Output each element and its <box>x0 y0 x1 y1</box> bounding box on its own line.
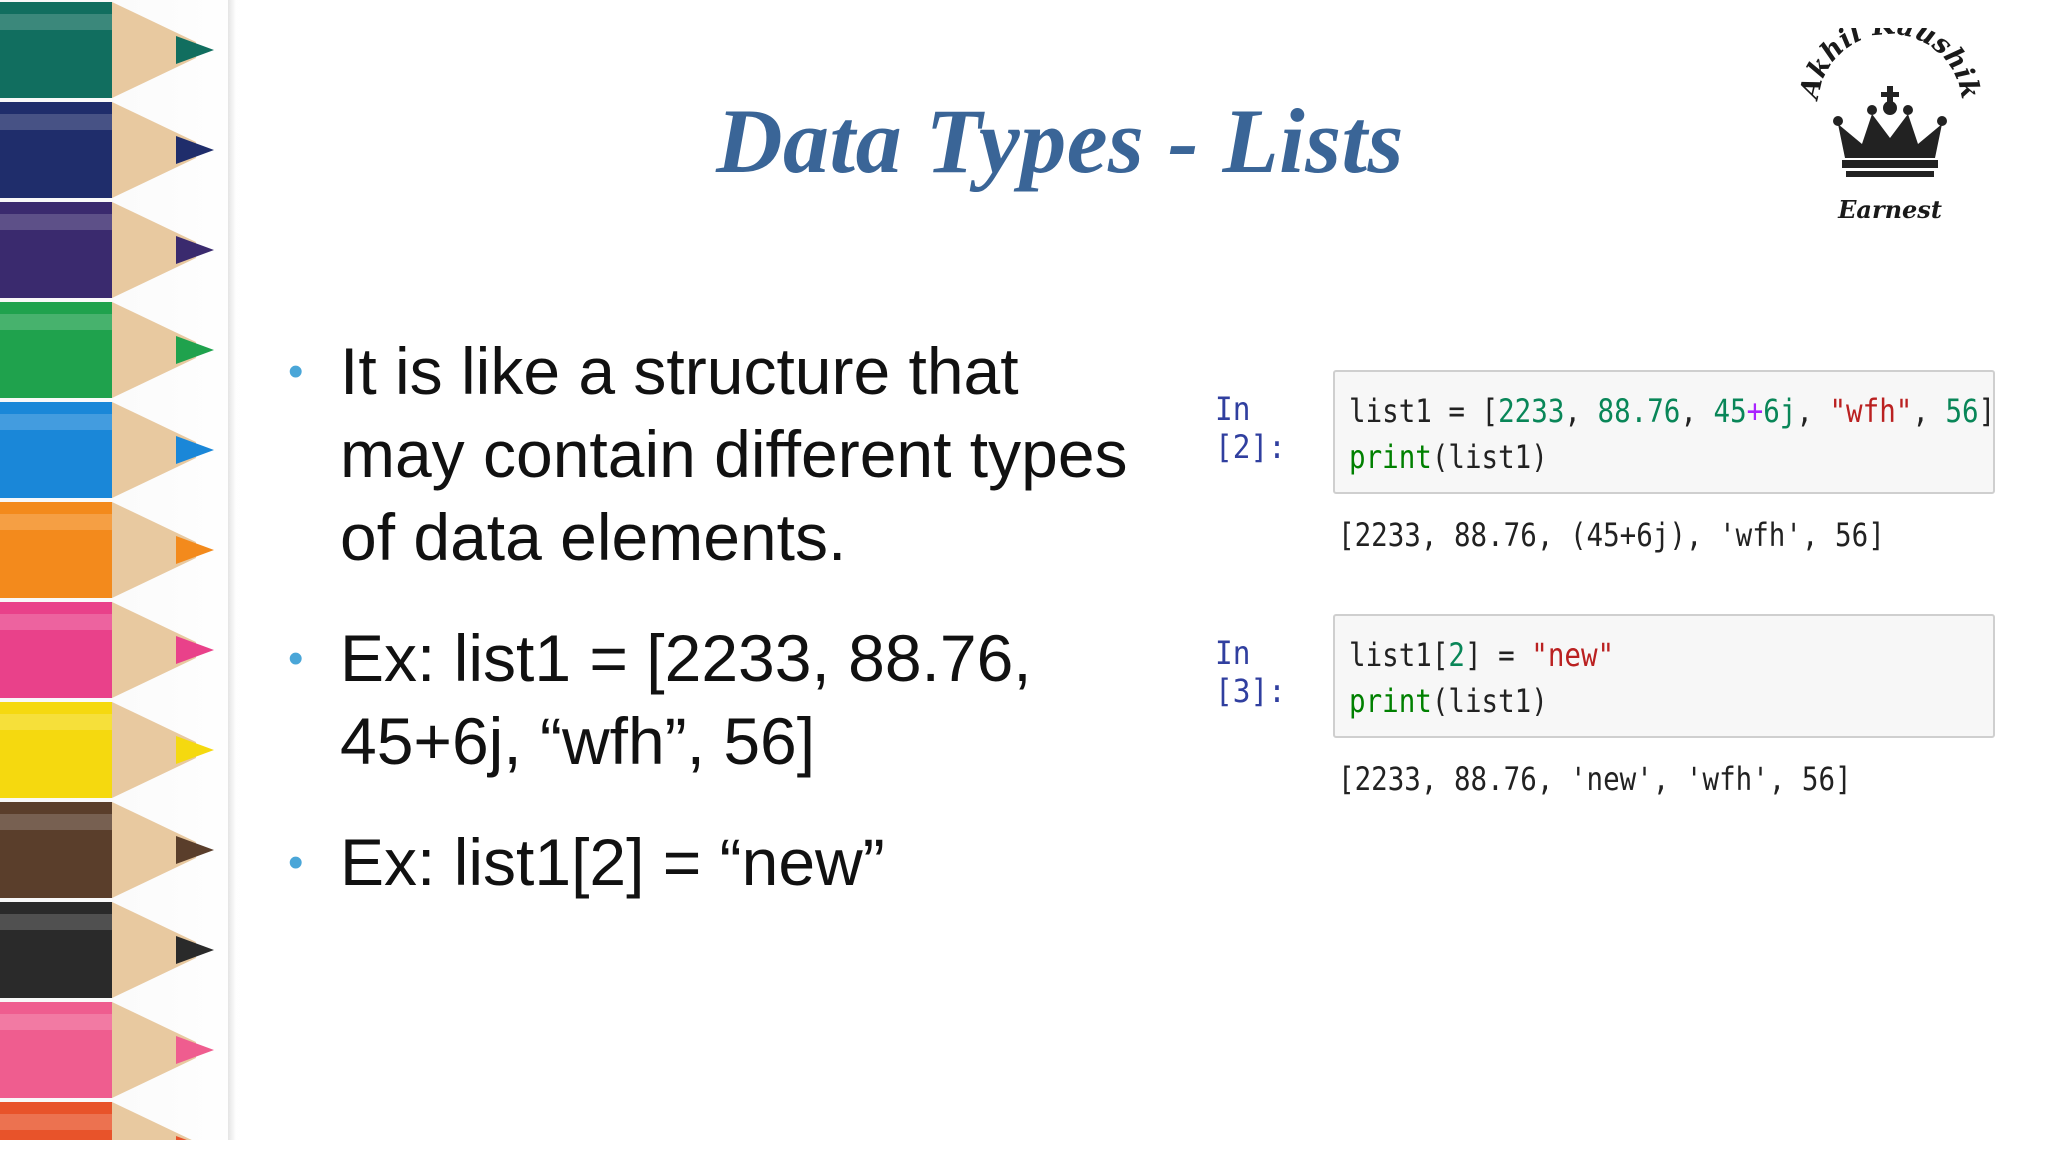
code-operator: + <box>1746 392 1764 430</box>
code-string: "new" <box>1531 636 1615 674</box>
cell-prompt: In [2]: <box>1215 390 1286 466</box>
logo-bottom-text: Earnest <box>1837 195 1942 224</box>
code-number: 56 <box>1945 392 1979 430</box>
pencil <box>0 802 214 898</box>
bullet-dot-icon: • <box>288 347 304 396</box>
cell-input: list1[2] = "new" print(list1) <box>1333 614 1995 738</box>
bullet-text: It is like a structure that may contain … <box>340 334 1128 574</box>
code-token: , <box>1680 392 1714 430</box>
code-token: list1 = [ <box>1349 392 1499 430</box>
pencil <box>0 102 214 198</box>
notebook-cell: In [3]: list1[2] = "new" print(list1) <box>1205 614 1995 742</box>
code-string: "wfh" <box>1829 392 1913 430</box>
bullet-text: Ex: list1[2] = “new” <box>340 825 885 899</box>
pencil <box>0 202 214 298</box>
code-token: (list1) <box>1431 682 1548 720</box>
pencil <box>0 502 214 598</box>
code-block: list1 = [2233, 88.76, 45+6j, "wfh", 56] … <box>1349 388 1995 480</box>
notebook-cell: In [2]: list1 = [2233, 88.76, 45+6j, "wf… <box>1205 370 1995 498</box>
pencil <box>0 602 214 698</box>
code-builtin: print <box>1349 682 1432 720</box>
pencil-border-image <box>0 0 250 1152</box>
jupyter-notebook-screenshot: In [2]: list1 = [2233, 88.76, 45+6j, "wf… <box>1205 370 1995 858</box>
pencil <box>0 702 214 798</box>
code-token: , <box>1912 392 1946 430</box>
code-number: 2233 <box>1498 392 1565 430</box>
pencils-illustration <box>0 2 214 1152</box>
code-number: 88.76 <box>1597 392 1681 430</box>
cell-output: [2233, 88.76, (45+6j), 'wfh', 56] <box>1338 516 1885 554</box>
code-token: , <box>1564 392 1598 430</box>
code-number: 6j <box>1763 392 1797 430</box>
cell-output: [2233, 88.76, 'new', 'wfh', 56] <box>1338 760 1852 798</box>
bullet-item: • Ex: list1 = [2233, 88.76, 45+6j, “wfh”… <box>282 617 1182 783</box>
crown-logo-icon: Akhil Kaushik Earnest <box>1793 9 1985 224</box>
bullet-item: • Ex: list1[2] = “new” <box>282 821 1182 904</box>
bullet-text: Ex: list1 = [2233, 88.76, 45+6j, “wfh”, … <box>340 621 1032 778</box>
code-token: ] = <box>1464 636 1532 674</box>
pencil <box>0 302 214 398</box>
bullet-dot-icon: • <box>288 838 304 887</box>
code-number: 45 <box>1713 392 1747 430</box>
code-number: 2 <box>1448 636 1465 674</box>
code-token: ] <box>1978 392 1996 430</box>
cell-prompt: In [3]: <box>1215 634 1286 710</box>
author-logo: Akhil Kaushik Earnest <box>1790 9 1990 228</box>
code-token: (list1) <box>1431 438 1548 476</box>
bullet-list: • It is like a structure that may contai… <box>282 330 1182 942</box>
slide-footer-band <box>0 1140 2048 1152</box>
bullet-dot-icon: • <box>288 634 304 683</box>
cell-input: list1 = [2233, 88.76, 45+6j, "wfh", 56] … <box>1333 370 1995 494</box>
pencil <box>0 402 214 498</box>
code-token: list1[ <box>1349 636 1449 674</box>
code-token: , <box>1796 392 1830 430</box>
pencil <box>0 2 214 98</box>
bullet-item: • It is like a structure that may contai… <box>282 330 1182 579</box>
pencil <box>0 1002 214 1098</box>
pencil-shadow <box>228 0 236 1152</box>
pencil <box>0 902 214 998</box>
code-block: list1[2] = "new" print(list1) <box>1349 632 1614 724</box>
code-builtin: print <box>1349 438 1432 476</box>
slide-title: Data Types - Lists <box>716 90 1404 192</box>
